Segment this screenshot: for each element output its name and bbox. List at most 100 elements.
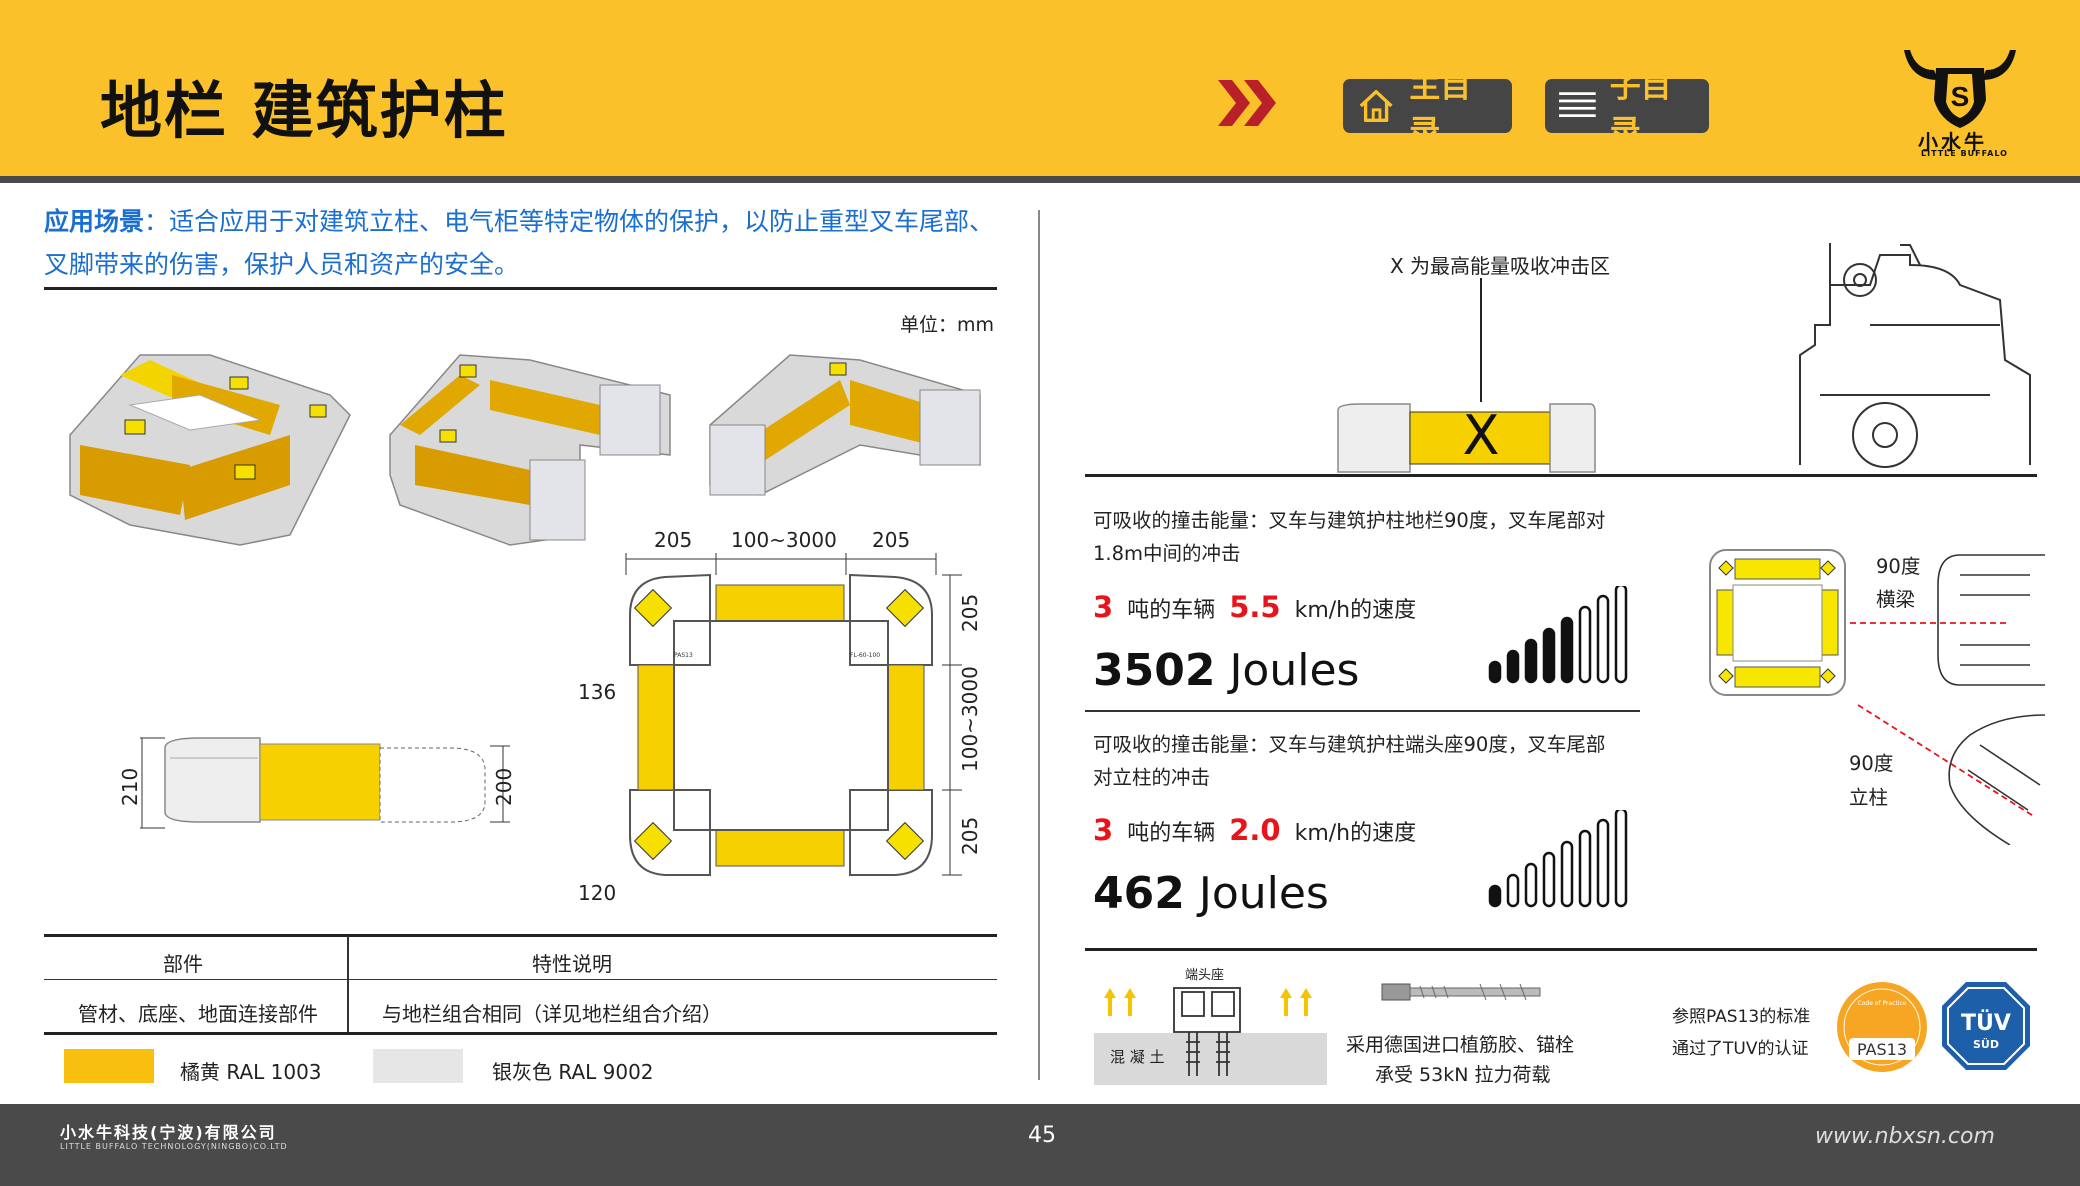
dim-top-205-b: 205 xyxy=(872,528,911,552)
dim-top-range: 100~3000 xyxy=(731,528,837,552)
dim-right-range: 100~3000 xyxy=(958,666,982,772)
render-l-shape xyxy=(709,354,981,496)
signal-bar xyxy=(1506,873,1520,908)
svg-text:FL-60-100: FL-60-100 xyxy=(850,652,880,659)
impact2-description: 可吸收的撞击能量：叉车与建筑护柱端头座90度，叉车尾部对立柱的冲击 xyxy=(1093,733,1606,789)
dim-210: 210 xyxy=(118,767,142,806)
website-link[interactable]: www.nbxsn.com xyxy=(1815,1124,1995,1149)
svg-text:PAS13: PAS13 xyxy=(674,652,693,659)
signal-bar xyxy=(1524,638,1538,684)
signal-bar xyxy=(1542,627,1556,684)
impact-separator xyxy=(1085,710,1640,712)
logo-chinese: 小水牛 xyxy=(1918,130,1987,154)
dim-120: 120 xyxy=(578,881,617,905)
table-top-rule xyxy=(44,934,997,937)
buffalo-logo: S xyxy=(1904,50,2016,128)
signal-bar xyxy=(1596,818,1610,908)
render-u-shape xyxy=(389,354,671,546)
cert-text-1: 参照PAS13的标准 xyxy=(1672,1007,1811,1027)
vertical-divider xyxy=(1038,210,1040,1080)
list-icon xyxy=(1559,92,1596,118)
plan-view-drawing: PAS13 FL-60-100 xyxy=(625,553,962,876)
impact1-tons-text: 吨的车辆 xyxy=(1127,598,1216,623)
render-square xyxy=(69,354,351,546)
footer-company-cn: 小水牛科技(宁波)有限公司 xyxy=(60,1123,277,1142)
color-swatch-orange xyxy=(64,1049,154,1083)
product-renders xyxy=(69,354,981,546)
top-view-barrier-diagram xyxy=(1709,549,1846,696)
table-cell-feature: 与地栏组合相同（详见地栏组合介绍） xyxy=(382,1002,722,1026)
dim-right-205-a: 205 xyxy=(958,593,982,632)
table-bottom-rule xyxy=(44,1032,997,1035)
concrete-label: 混 凝 土 xyxy=(1110,1048,1165,1066)
beam-label: 横梁 xyxy=(1876,588,1916,611)
anchor-text-2: 承受 53kN 拉力荷载 xyxy=(1375,1064,1551,1086)
dim-top-205-a: 205 xyxy=(654,528,693,552)
dim-200: 200 xyxy=(492,767,516,806)
table-header-feature: 特性说明 xyxy=(532,952,612,976)
color-label-orange: 橘黄 RAL 1003 xyxy=(180,1060,322,1084)
intro-label: 应用场景 xyxy=(44,207,145,236)
forklift-rear-diagram xyxy=(1850,554,2045,845)
signal-bar xyxy=(1488,884,1502,908)
page-title: 地栏 建筑护柱 xyxy=(100,74,508,147)
svg-text:Code of Practice: Code of Practice xyxy=(1858,1000,1907,1007)
dim-136: 136 xyxy=(578,680,617,704)
svg-text:TÜV: TÜV xyxy=(1961,1010,2011,1036)
dim-right-205-b: 205 xyxy=(958,816,982,855)
impact1-joules: 3502 Joules xyxy=(1093,645,1359,696)
cert-text-2: 通过了TUV的认证 xyxy=(1672,1039,1809,1059)
signal-bar xyxy=(1560,840,1574,908)
impact2-tons-text: 吨的车辆 xyxy=(1127,821,1216,846)
table-cell-part: 管材、底座、地面连接部件 xyxy=(78,1002,318,1026)
post-angle-label: 90度 xyxy=(1849,752,1894,775)
chevron-right-icon xyxy=(1218,80,1276,126)
anchor-bolt-icon xyxy=(1381,983,1541,1001)
intro-body: ：适合应用于对建筑立柱、电气柜等特定物体的保护，以防止重型叉车尾部、叉脚带来的伤… xyxy=(44,207,995,279)
impact2-signal-bars xyxy=(1488,810,1628,908)
impact1-joules-number: 3502 xyxy=(1093,645,1216,696)
signal-bar xyxy=(1578,605,1592,684)
signal-bar xyxy=(1614,810,1628,908)
color-label-grey: 银灰色 RAL 9002 xyxy=(492,1060,654,1084)
pas13-badge: PAS13 Code of Practice xyxy=(1837,982,1927,1072)
impact2-tons: 3 xyxy=(1093,813,1114,847)
signal-bar xyxy=(1488,660,1502,684)
impact-zone-rule xyxy=(1085,474,2037,477)
impact1-description: 可吸收的撞击能量：叉车与建筑护柱地栏90度，叉车尾部对1.8m中间的冲击 xyxy=(1093,509,1606,565)
sub-menu-button[interactable]: 子目录 xyxy=(1545,69,1709,150)
sub-menu-label: 子目录 xyxy=(1609,69,1672,150)
footer-bar xyxy=(0,1104,2080,1186)
beam-angle-label: 90度 xyxy=(1876,555,1921,578)
unit-label: 单位：mm xyxy=(900,314,995,336)
table-header-part: 部件 xyxy=(163,952,203,976)
impact1-signal-bars xyxy=(1488,586,1628,684)
table-column-divider xyxy=(347,936,349,1032)
svg-text:X: X xyxy=(1463,404,1500,467)
footer-company-en: LITTLE BUFFALO TECHNOLOGY(NINGBO)CO.LTD xyxy=(60,1142,288,1151)
anchor-text-1: 采用德国进口植筋胶、锚栓 xyxy=(1346,1034,1575,1056)
signal-bar xyxy=(1542,851,1556,908)
impact2-speed-text: km/h的速度 xyxy=(1294,821,1417,846)
base-label: 端头座 xyxy=(1185,968,1225,983)
impact1-speed-line: 3 吨的车辆 5.5 km/h的速度 xyxy=(1093,590,1416,624)
signal-bar xyxy=(1506,649,1520,684)
impact-zone-diagram: X xyxy=(1337,278,1596,473)
signal-bar xyxy=(1614,586,1628,684)
impact-zone-label: X 为最高能量吸收冲击区 xyxy=(1390,254,1611,278)
impact1-joules-unit: Joules xyxy=(1215,645,1360,696)
home-icon xyxy=(1359,90,1393,122)
side-elevation-drawing xyxy=(140,737,510,829)
impact2-speed-line: 3 吨的车辆 2.0 km/h的速度 xyxy=(1093,813,1416,847)
svg-text:SÜD: SÜD xyxy=(1973,1037,1999,1051)
impact1-speed-text: km/h的速度 xyxy=(1294,598,1417,623)
logo-english: LITTLE BUFFALO xyxy=(1921,149,2008,158)
signal-bar xyxy=(1560,616,1574,684)
impact1-speed: 5.5 xyxy=(1229,590,1281,624)
install-rule xyxy=(1085,948,2037,951)
impact2-speed: 2.0 xyxy=(1229,813,1281,847)
impact1-tons: 3 xyxy=(1093,590,1114,624)
intro-text: 应用场景：适合应用于对建筑立柱、电气柜等特定物体的保护，以防止重型叉车尾部、叉脚… xyxy=(44,200,1004,286)
main-menu-button[interactable]: 主目录 xyxy=(1343,69,1512,150)
signal-bar xyxy=(1578,829,1592,908)
